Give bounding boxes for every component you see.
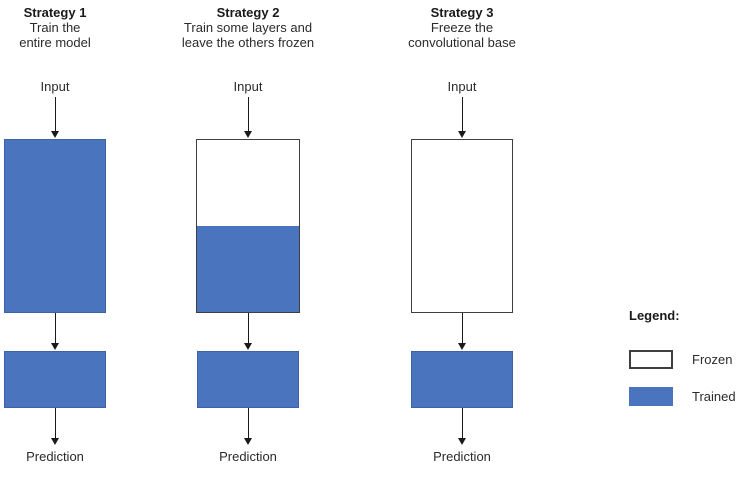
legend-trained-label: Trained	[692, 389, 736, 404]
legend-frozen-swatch	[629, 350, 673, 369]
arrow-down-icon	[457, 131, 466, 138]
legend-trained-swatch	[629, 387, 673, 406]
strategy-2-input-label: Input	[233, 79, 263, 94]
strategy-3-base-box-frozen	[411, 139, 513, 313]
arrow-down-icon	[243, 343, 252, 350]
arrow-line	[461, 313, 463, 344]
arrow-line	[461, 408, 463, 439]
strategy-3-classifier-box-trained	[411, 351, 513, 408]
arrow-down-icon	[50, 438, 59, 445]
strategy-1-prediction-label: Prediction	[26, 449, 84, 464]
strategy-1-input-label: Input	[40, 79, 70, 94]
strategy-1-arrow-input-to-base	[50, 97, 60, 138]
arrow-line	[54, 408, 56, 439]
arrow-line	[54, 97, 56, 132]
strategy-3-title: Strategy 3	[430, 5, 494, 20]
strategy-2-title: Strategy 2	[216, 5, 280, 20]
strategy-1-title: Strategy 1	[23, 5, 87, 20]
strategy-1-subtitle: Train the entire model	[19, 20, 91, 50]
arrow-down-icon	[243, 438, 252, 445]
strategy-3-subtitle: Freeze the convolutional base	[408, 20, 516, 50]
strategy-1-arrow-classifier-to-prediction	[50, 408, 60, 445]
strategy-1-header: Strategy 1 Train the entire model	[0, 5, 150, 50]
arrow-line	[247, 313, 249, 344]
strategy-2-prediction-label: Prediction	[219, 449, 277, 464]
arrow-line	[247, 408, 249, 439]
strategy-2-classifier-box-trained	[197, 351, 299, 408]
strategy-3-arrow-base-to-classifier	[457, 313, 467, 350]
strategy-2-arrow-classifier-to-prediction	[243, 408, 253, 445]
arrow-line	[54, 313, 56, 344]
arrow-down-icon	[457, 438, 466, 445]
strategy-1-classifier-box-trained	[4, 351, 106, 408]
strategy-3-header: Strategy 3 Freeze the convolutional base	[367, 5, 557, 50]
arrow-line	[247, 97, 249, 132]
strategy-2-arrow-base-to-classifier	[243, 313, 253, 350]
arrow-down-icon	[457, 343, 466, 350]
arrow-down-icon	[50, 343, 59, 350]
strategy-1-base-box-trained	[4, 139, 106, 313]
strategy-3-arrow-input-to-base	[457, 97, 467, 138]
strategy-2-header: Strategy 2 Train some layers and leave t…	[153, 5, 343, 50]
arrow-line	[461, 97, 463, 132]
strategy-1-arrow-base-to-classifier	[50, 313, 60, 350]
strategy-2-subtitle: Train some layers and leave the others f…	[181, 20, 315, 50]
strategy-3-input-label: Input	[447, 79, 477, 94]
strategy-3-prediction-label: Prediction	[433, 449, 491, 464]
legend-title: Legend:	[629, 308, 680, 323]
strategy-2-base-box-partially-frozen	[196, 139, 300, 313]
strategy-2-trained-part	[197, 226, 299, 312]
arrow-down-icon	[50, 131, 59, 138]
arrow-down-icon	[243, 131, 252, 138]
strategy-3-arrow-classifier-to-prediction	[457, 408, 467, 445]
legend-frozen-label: Frozen	[692, 352, 733, 367]
strategy-2-arrow-input-to-base	[243, 97, 253, 138]
